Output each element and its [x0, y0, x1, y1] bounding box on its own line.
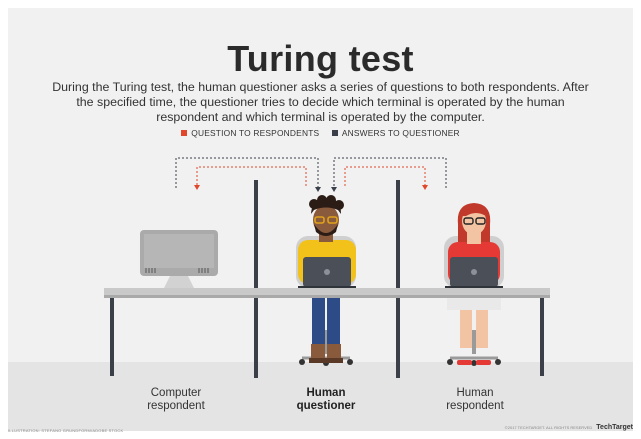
- answer-swatch: [331, 130, 338, 136]
- copyright-text: ©2017 TECHTARGET. ALL RIGHTS RESERVED: [504, 425, 593, 430]
- legend-item-question: QUESTION TO RESPONDENTS: [181, 128, 319, 138]
- question-arrowhead-right: [422, 185, 428, 190]
- answer-arrowhead-left: [315, 187, 321, 192]
- human-questioner-label: Human questioner: [266, 387, 386, 413]
- answer-arrow-left: [175, 157, 319, 188]
- question-arrow-right: [344, 166, 426, 186]
- questioner-label-line2: questioner: [296, 400, 356, 412]
- laptop-icon: [298, 257, 356, 289]
- footer-brand-block: ©2017 TECHTARGET. ALL RIGHTS RESERVED Te…: [505, 424, 633, 431]
- legend-label-question: QUESTION TO RESPONDENTS: [191, 128, 320, 138]
- respondent-label-line2: respondent: [446, 400, 504, 412]
- divider-left: [254, 180, 258, 378]
- answer-arrowhead-right: [331, 187, 337, 192]
- laptop-icon: [445, 257, 503, 289]
- desk: [104, 288, 550, 376]
- question-arrowhead-left: [194, 185, 200, 190]
- legend-label-answer: ANSWERS TO QUESTIONER: [341, 128, 460, 138]
- answer-arrows: [175, 157, 447, 188]
- question-arrow-left: [196, 166, 307, 186]
- divider-right: [396, 180, 400, 378]
- legend: QUESTION TO RESPONDENTS ANSWERS TO QUEST…: [0, 128, 641, 138]
- questioner-label-line1: Human: [306, 387, 346, 399]
- page-title: Turing test: [227, 38, 414, 79]
- computer-respondent-label: Computer respondent: [116, 387, 236, 413]
- techtarget-logo: TechTarget: [596, 424, 633, 431]
- illustration-credit: ILLUSTRATION: STEFANO GRUNDFORM/ADOBE ST…: [8, 428, 124, 433]
- description: During the Turing test, the human questi…: [52, 80, 589, 124]
- computer-label-line1: Computer: [150, 387, 202, 399]
- computer-monitor-icon: [140, 230, 218, 288]
- question-arrows: [196, 166, 426, 186]
- human-respondent-label: Human respondent: [415, 387, 535, 413]
- legend-item-answer: ANSWERS TO QUESTIONER: [331, 128, 460, 138]
- computer-label-line2: respondent: [147, 400, 205, 412]
- question-swatch: [181, 130, 188, 136]
- answer-arrow-right: [333, 157, 447, 188]
- respondent-label-line1: Human: [456, 387, 494, 399]
